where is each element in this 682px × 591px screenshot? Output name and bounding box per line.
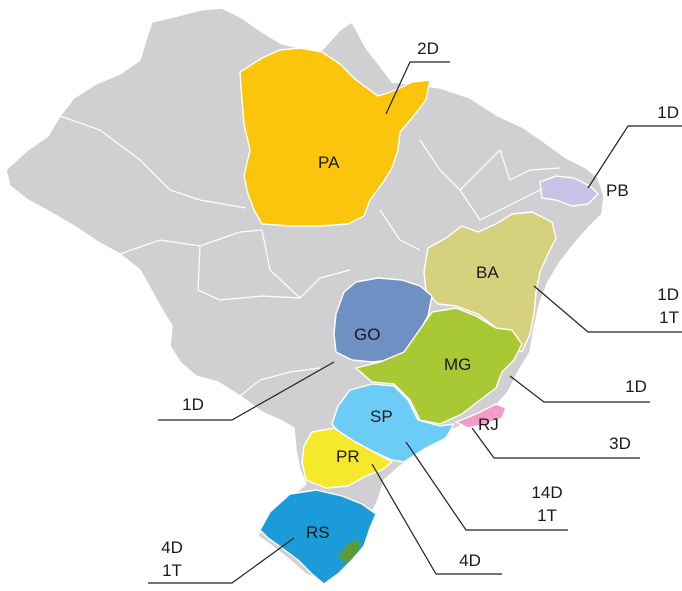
state-MG[interactable]	[355, 307, 523, 425]
label-RJ: RJ	[478, 415, 499, 434]
callout-RS-line1: 4D	[161, 538, 183, 557]
callout-SP-line2: 1T	[537, 506, 557, 525]
leader-lines	[148, 61, 682, 584]
callout-PR-line1: 4D	[459, 551, 481, 570]
callout-BA-line2: 1T	[659, 308, 679, 327]
label-GO: GO	[354, 325, 380, 344]
state-BA[interactable]	[423, 211, 557, 353]
callout-BA-line1: 1D	[657, 285, 679, 304]
callout-SP-line1: 14D	[531, 483, 562, 502]
callout-PA-line1: 2D	[417, 39, 439, 58]
label-PA: PA	[318, 153, 340, 172]
label-MG: MG	[444, 355, 471, 374]
callout-MG-line1: 1D	[625, 377, 647, 396]
lagoon	[338, 540, 360, 564]
state-borders	[59, 115, 561, 397]
state-PR[interactable]	[301, 427, 393, 489]
label-PR: PR	[336, 447, 360, 466]
label-SP: SP	[370, 407, 393, 426]
state-RJ[interactable]	[455, 403, 507, 429]
callout-RS-line2: 1T	[162, 561, 182, 580]
state-PA[interactable]	[239, 47, 431, 227]
state-PB[interactable]	[539, 175, 599, 207]
label-BA: BA	[476, 263, 499, 282]
callout-RJ-line1: 3D	[609, 434, 631, 453]
label-RS: RS	[306, 523, 330, 542]
callout-GO-line1: 1D	[182, 395, 204, 414]
callout-PB-line1: 1D	[657, 103, 679, 122]
label-PB: PB	[606, 181, 629, 200]
